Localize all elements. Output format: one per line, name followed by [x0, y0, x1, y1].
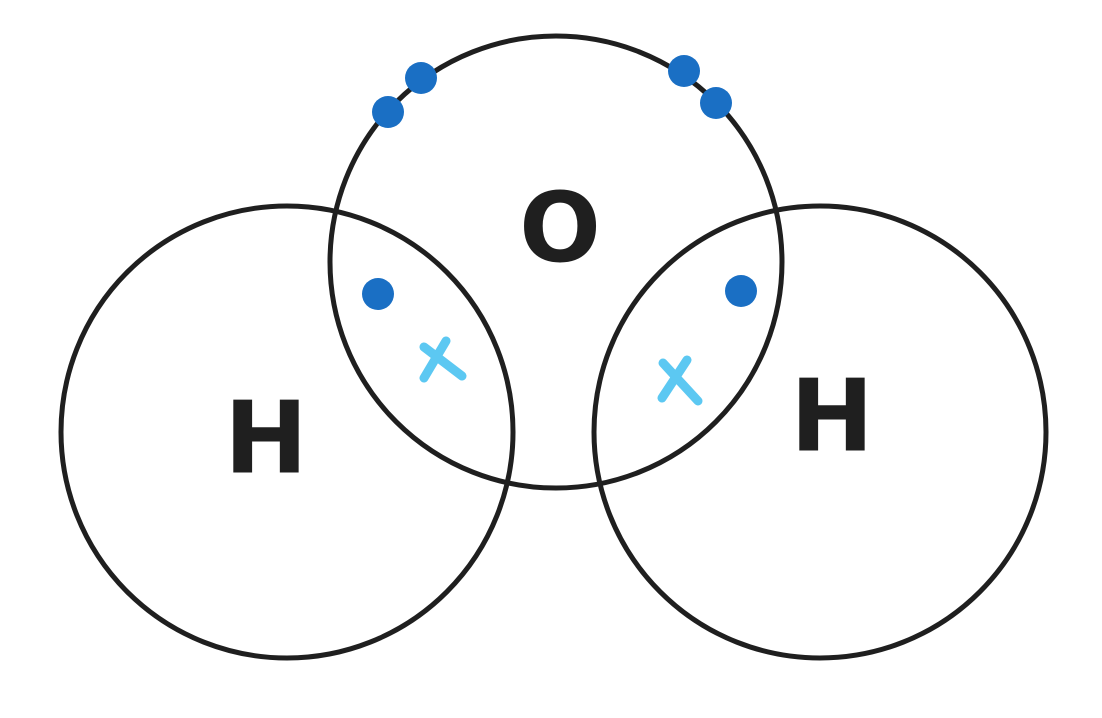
hydrogen-left-label: H	[224, 380, 308, 497]
oxygen-shell	[327, 33, 785, 491]
lone-pair-electron	[668, 55, 700, 87]
hydrogen-left-shell	[58, 203, 516, 661]
oxygen-label: O	[519, 172, 601, 284]
lone-pair-electron	[405, 62, 437, 94]
hydrogen-right-shell	[591, 203, 1049, 661]
hydrogen-right-label: H	[790, 358, 874, 475]
shared-electron-hydrogen-left-cross	[419, 336, 467, 383]
shared-electron-hydrogen-right-cross	[657, 355, 703, 406]
lone-pair-electron	[700, 87, 732, 119]
lone-pair-electron	[372, 96, 404, 128]
shared-electron-oxygen-right	[725, 275, 757, 307]
shared-electron-oxygen-left	[362, 278, 394, 310]
